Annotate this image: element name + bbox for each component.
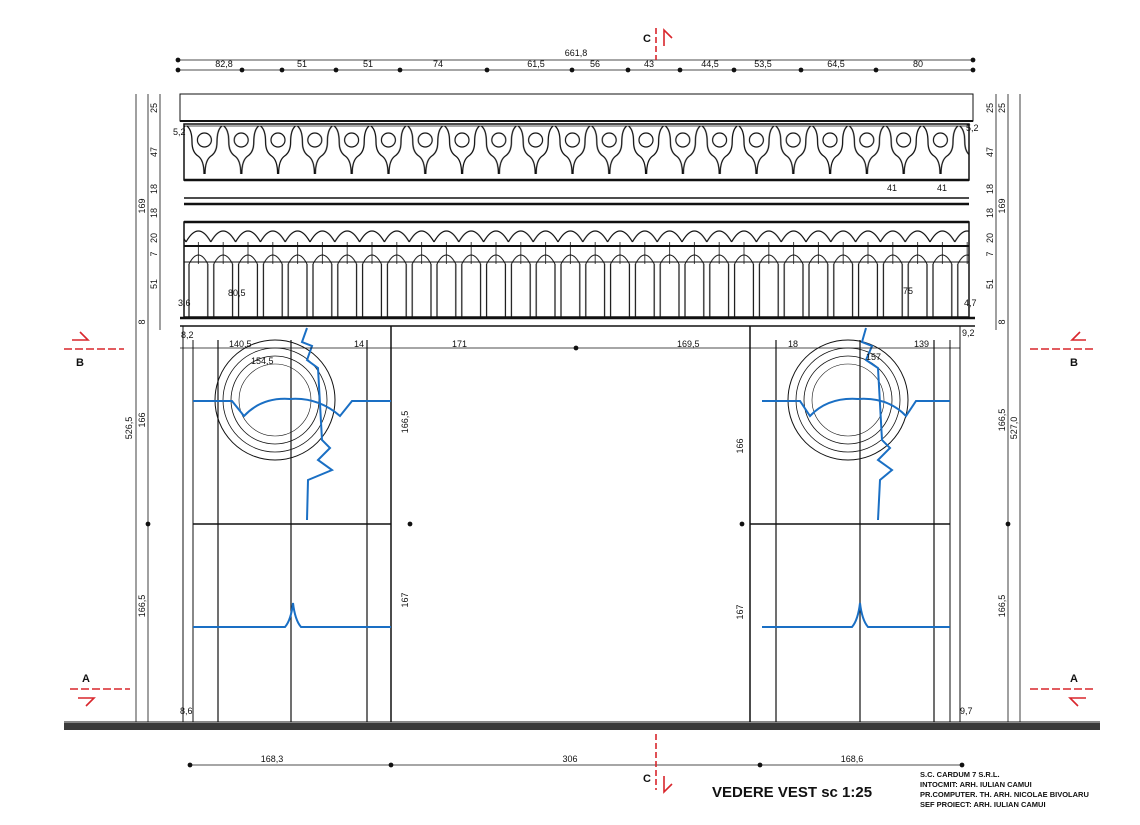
- dim-c-171: 171: [452, 339, 467, 349]
- dim-bottom-3: 168,6: [841, 754, 864, 764]
- right-pier: [749, 325, 961, 723]
- dim-top-11: 80: [913, 59, 923, 69]
- dim-frieze-41a: 41: [887, 183, 897, 193]
- dim-left-inner-7: 51: [149, 279, 159, 289]
- frieze: [180, 123, 975, 327]
- section-markers: [64, 28, 1094, 794]
- dim-left-outer-4: 169: [137, 198, 147, 213]
- dim-top-4: 74: [433, 59, 443, 69]
- dim-top-9: 53,5: [754, 59, 772, 69]
- dim-right-outer-2: 166,5: [997, 409, 1007, 432]
- dim-left-outer-3: 8: [137, 319, 147, 324]
- dim-left-side-a: 3,6: [178, 298, 191, 308]
- dim-right-inner-2: 47: [985, 147, 995, 157]
- dim-r-92: 9,2: [962, 328, 975, 338]
- section-label-a-right: A: [1070, 673, 1078, 685]
- dim-right-inner-3: 18: [985, 184, 995, 194]
- blue-profiles: [193, 327, 950, 628]
- section-label-c-bottom: C: [643, 773, 651, 785]
- dim-v-1665: 166,5: [400, 411, 410, 434]
- dim-top-3: 51: [363, 59, 373, 69]
- section-label-b-left: B: [76, 357, 84, 369]
- dim-left-inner-3: 18: [149, 184, 159, 194]
- dim-top-1: 82,8: [215, 59, 233, 69]
- dim-r-139: 139: [914, 339, 929, 349]
- dim-corner-tr: 5,2: [966, 123, 979, 133]
- dim-left-outer-1: 166,5: [137, 595, 147, 618]
- dim-bottom-2: 306: [562, 754, 577, 764]
- dim-right-outer-1: 166,5: [997, 595, 1007, 618]
- cornice: [179, 93, 974, 122]
- section-label-b-right: B: [1070, 357, 1078, 369]
- dim-v-166: 166: [735, 438, 745, 453]
- dim-right-inner-6: 7: [985, 251, 995, 256]
- title-block-chief: SEF PROIECT: ARH. IULIAN CAMUI: [920, 800, 1046, 809]
- dim-left-inner-6: 7: [149, 251, 159, 256]
- dim-total-width: 661,8: [565, 48, 588, 58]
- dim-right-side-b: 75: [903, 286, 913, 296]
- dimension-lines: [135, 57, 1021, 768]
- dim-c-1695: 169,5: [677, 339, 700, 349]
- dim-b-97: 9,7: [960, 706, 973, 716]
- title-block-company: S.C. CARDUM 7 S.R.L.: [920, 770, 1000, 779]
- drawing-title: VEDERE VEST sc 1:25: [712, 784, 872, 801]
- dim-frieze-41b: 41: [937, 183, 947, 193]
- title-block-drawn-by: INTOCMIT: ARH. IULIAN CAMUI: [920, 780, 1032, 789]
- dim-b-86: 8,6: [180, 706, 193, 716]
- title-block-computer: PR.COMPUTER. TH. ARH. NICOLAE BIVOLARU: [920, 790, 1089, 799]
- dim-r-18: 18: [788, 339, 798, 349]
- dim-left-total: 526,5: [124, 417, 134, 440]
- section-label-a-left: A: [82, 673, 90, 685]
- dim-right-inner-1: 25: [985, 103, 995, 113]
- dim-right-inner-4: 18: [985, 208, 995, 218]
- dim-right-inner-7: 51: [985, 279, 995, 289]
- dim-top-6: 56: [590, 59, 600, 69]
- dim-left-side-b: 80,5: [228, 288, 246, 298]
- dim-top-8: 44,5: [701, 59, 719, 69]
- dim-top-7: 43: [644, 59, 654, 69]
- dim-corner-tl: 5,2: [173, 127, 186, 137]
- dim-left-inner-5: 20: [149, 233, 159, 243]
- dim-l-1405: 140,5: [229, 339, 252, 349]
- dim-left-inner-4: 18: [149, 208, 159, 218]
- dim-left-outer-2: 166: [137, 412, 147, 427]
- dim-l-1545: 154,5: [251, 356, 274, 366]
- dim-l-82: 8,2: [181, 330, 194, 340]
- dim-left-inner-2: 47: [149, 147, 159, 157]
- dim-v-167a: 167: [400, 592, 410, 607]
- dim-right-side-a: 4,7: [964, 298, 977, 308]
- section-label-c-top: C: [643, 33, 651, 45]
- dim-l-14: 14: [354, 339, 364, 349]
- dim-right-outer-4: 169: [997, 198, 1007, 213]
- dim-top-2: 51: [297, 59, 307, 69]
- left-pier: [182, 325, 392, 723]
- dim-r-157: 157: [866, 352, 881, 362]
- dim-right-outer-3: 8: [997, 319, 1007, 324]
- dim-top-10: 64,5: [827, 59, 845, 69]
- dim-left-inner-1: 25: [149, 103, 159, 113]
- dim-v-167b: 167: [735, 604, 745, 619]
- dim-right-total: 527,0: [1009, 417, 1019, 440]
- dim-bottom-1: 168,3: [261, 754, 284, 764]
- dim-right-inner-5: 20: [985, 233, 995, 243]
- dim-top-5: 61,5: [527, 59, 545, 69]
- dim-right-top-extra: 25: [997, 103, 1007, 113]
- ground-line: [64, 723, 1100, 730]
